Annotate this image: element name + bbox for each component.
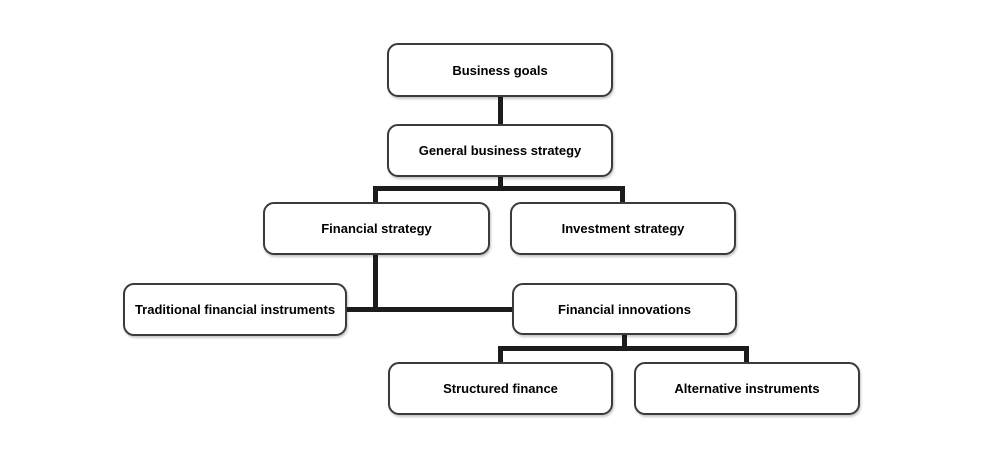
node-investment-strategy: Investment strategy xyxy=(510,202,736,255)
edge-financialstrategy-down xyxy=(373,255,378,312)
node-business-goals: Business goals xyxy=(387,43,613,97)
edge-financialinnovations-split-bar xyxy=(498,346,749,351)
node-financial-innovations: Financial innovations xyxy=(512,283,737,335)
node-structured-finance: Structured finance xyxy=(388,362,613,415)
node-financial-strategy: Financial strategy xyxy=(263,202,490,255)
edge-generalstrategy-split-bar xyxy=(373,186,625,191)
edge-drop-to-structuredfinance xyxy=(498,346,503,363)
edge-businessgoals-to-generalstrategy xyxy=(498,97,503,125)
edge-drop-to-investmentstrategy xyxy=(620,186,625,203)
edge-generalstrategy-stub xyxy=(498,177,503,191)
edge-financialinnovations-stub xyxy=(622,335,627,351)
node-alternative-instruments: Alternative instruments xyxy=(634,362,860,415)
node-general-business-strategy: General business strategy xyxy=(387,124,613,177)
edge-drop-to-alternativeinstruments xyxy=(744,346,749,363)
edge-traditional-to-innovations-bar xyxy=(347,307,512,312)
edge-drop-to-financialstrategy xyxy=(373,186,378,203)
node-traditional-financial-instruments: Traditional financial instruments xyxy=(123,283,347,336)
